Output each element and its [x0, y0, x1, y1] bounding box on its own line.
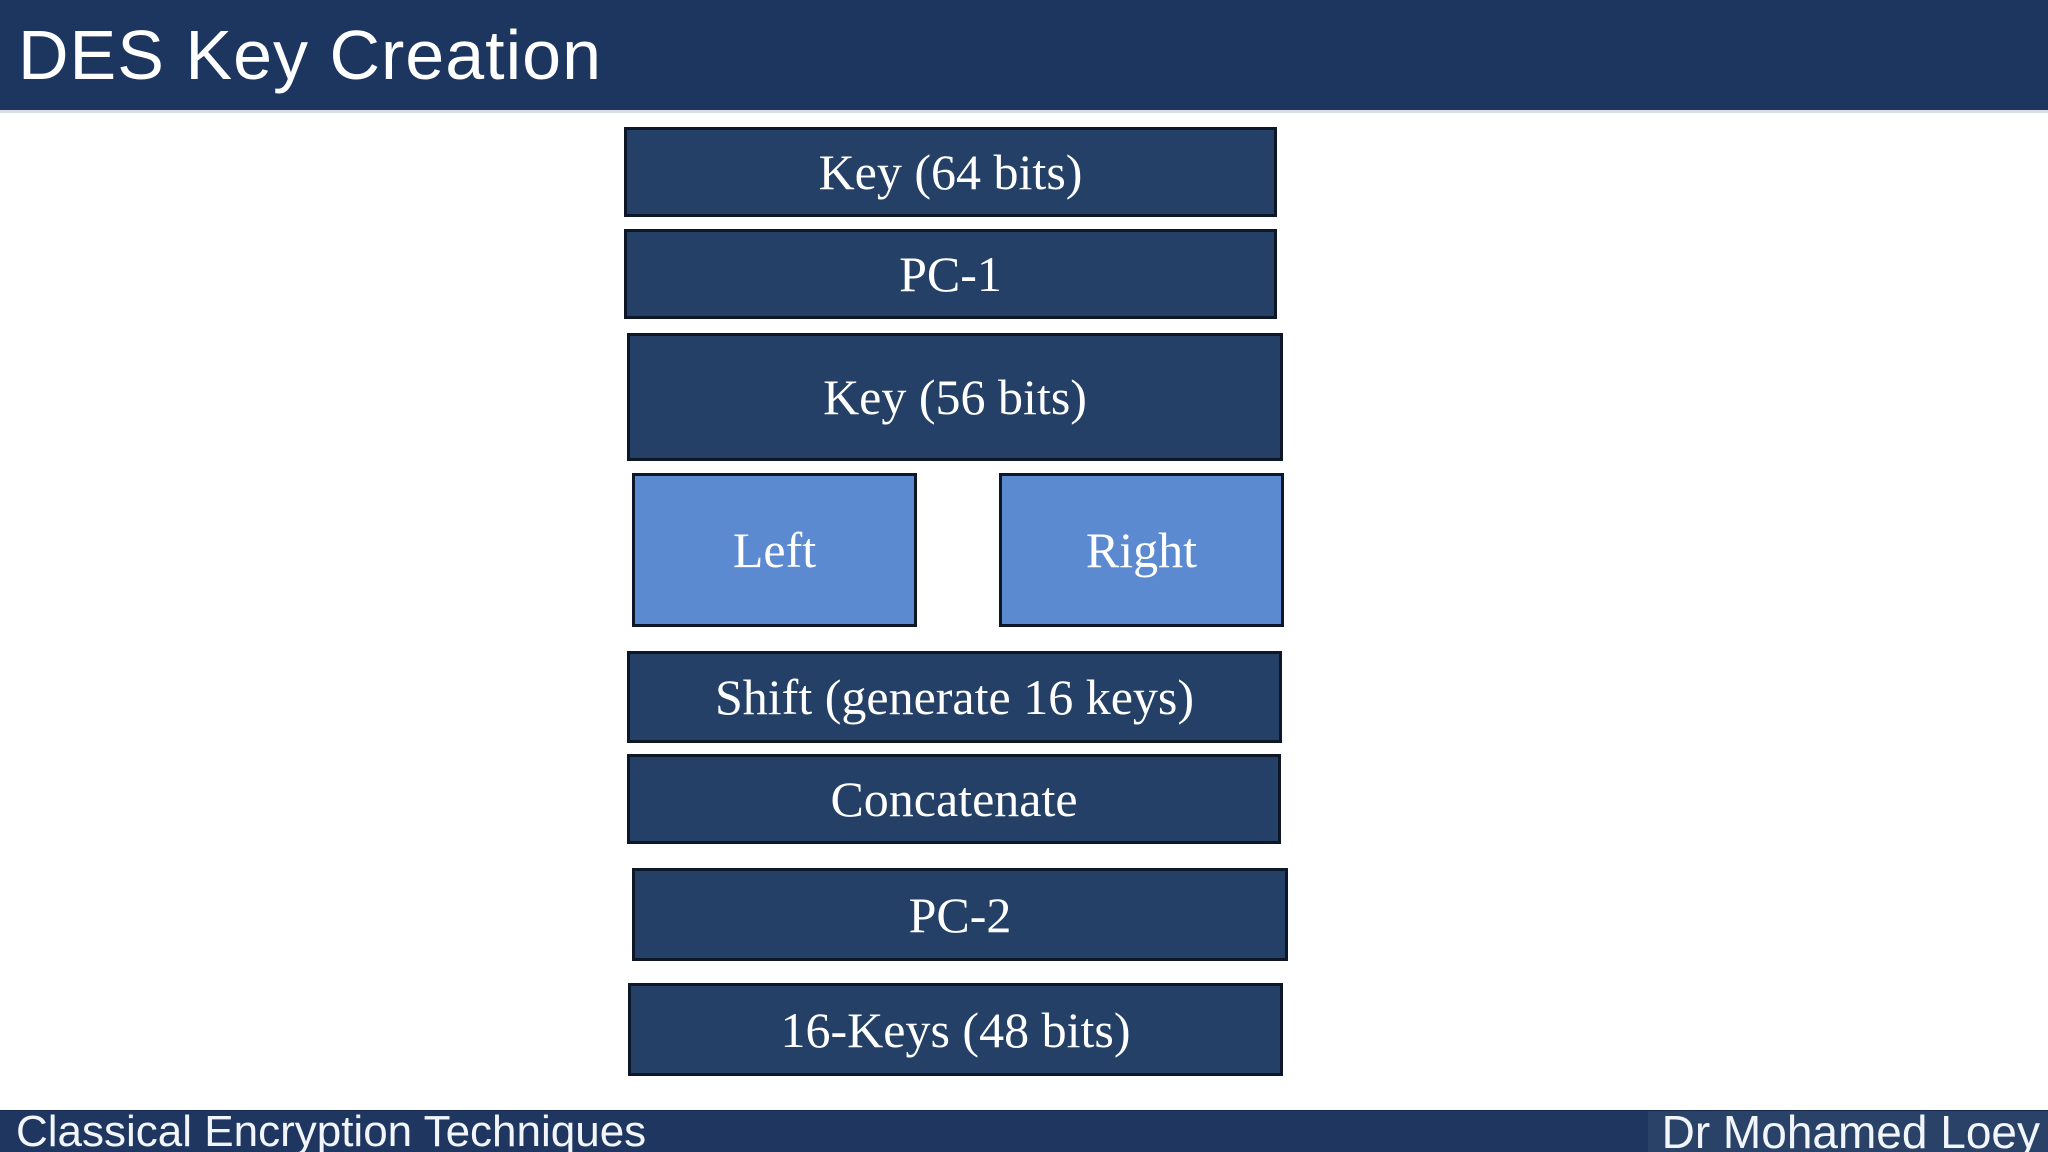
box-label: Left: [732, 522, 817, 578]
box-label: Right: [1085, 522, 1198, 578]
footer-author: Dr Mohamed Loey: [1661, 1106, 2040, 1152]
box-pc-2: PC-2: [632, 868, 1288, 961]
box-label: Key (64 bits): [818, 144, 1083, 200]
box-label: Concatenate: [830, 771, 1078, 827]
box-label: 16-Keys (48 bits): [780, 1001, 1131, 1058]
box-label: Key (56 bits): [823, 369, 1087, 425]
box-pc-1: PC-1: [624, 229, 1277, 319]
footer-accent-panel: [1648, 1111, 2048, 1152]
box-key-56-bits: Key (56 bits): [627, 333, 1283, 461]
box-right-half: Right: [999, 473, 1284, 627]
footer-course-title: Classical Encryption Techniques: [16, 1107, 647, 1152]
box-key-64-bits: Key (64 bits): [624, 127, 1277, 217]
box-16-keys-48-bits: 16-Keys (48 bits): [628, 983, 1283, 1076]
box-concatenate: Concatenate: [627, 754, 1281, 844]
title-bar: DES Key Creation: [0, 0, 2048, 113]
box-shift-generate-16-keys: Shift (generate 16 keys): [627, 651, 1282, 743]
diagram-canvas: Key (64 bits) PC-1 Key (56 bits) Left Ri…: [0, 113, 2048, 1110]
box-label: PC-2: [908, 886, 1012, 943]
box-label: PC-1: [899, 246, 1002, 302]
box-label: Shift (generate 16 keys): [714, 669, 1194, 725]
box-left-half: Left: [632, 473, 917, 627]
slide-title: DES Key Creation: [18, 16, 603, 94]
footer-bar: Classical Encryption Techniques Dr Moham…: [0, 1106, 2048, 1152]
